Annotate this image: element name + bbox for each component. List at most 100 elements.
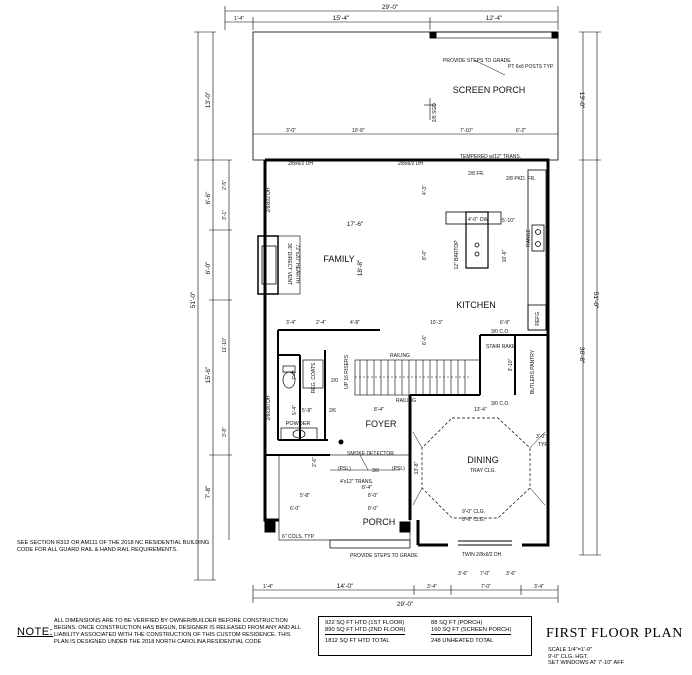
- dim-top-right: 12'-4": [486, 15, 503, 22]
- label-dim-8-0: 8'-0": [422, 250, 428, 260]
- square-footage-box: 922 SQ FT HTD (1ST FLOOR) 890 SQ FT HTD …: [318, 616, 532, 656]
- sqft-line-5: 160 SQ FT (SCREEN PORCH): [431, 627, 512, 635]
- guard-rail-note: SEE SECTION R312 OR AM111 OF THE 2018 NC…: [17, 540, 210, 553]
- label-tray: TRAY CLG.: [470, 468, 496, 474]
- label-stair: STAIR RAKE: [486, 344, 516, 350]
- dim-right-total: 51'-0": [592, 292, 599, 309]
- dim-top-left: 15'-4": [333, 15, 350, 22]
- label-dh-side: 2/8x3/0 DH: [266, 395, 272, 420]
- note-label: NOTE:: [17, 626, 54, 638]
- dim-inner-left-3: 3'-8": [222, 427, 228, 437]
- label-sgd-porch: 2/8 SGD.: [432, 102, 438, 123]
- label-dim-5-4: 5'-4": [292, 405, 298, 415]
- room-family: FAMILY: [323, 254, 354, 264]
- label-tempered: TEMPERED w/12" TRANS.: [460, 154, 521, 160]
- label-fr-door: 2/8 FR.: [468, 171, 484, 177]
- room-butlers-pantry: BUTLERS PANTRY: [530, 349, 536, 394]
- label-dim-3-0b: 3'-0": [536, 434, 546, 440]
- label-cols: 6" COLS. TYP.: [282, 534, 315, 540]
- label-window-dh-1: 2/8x6/2 DH: [288, 161, 313, 167]
- label-smoke: SMOKE DETECTOR: [347, 451, 394, 457]
- label-door-20: 2/0: [331, 378, 338, 384]
- label-dim-2-6: 2'-6": [312, 457, 318, 467]
- room-range: RANGE: [526, 228, 532, 246]
- label-co-1: 3/0 C.O.: [491, 329, 510, 335]
- label-direct-vent: 36" DIRECT VENT: [286, 243, 292, 285]
- label-psl-2: (PSL): [392, 466, 405, 472]
- label-dim-7-0: 7'-0": [480, 571, 490, 577]
- label-psl-1: (PSL): [338, 466, 351, 472]
- label-bar-top: 12" BARTOP: [454, 240, 460, 270]
- sqft-line-3: 1812 SQ FT HTD TOTAL: [325, 638, 390, 644]
- label-dim-7-10: 7'-10": [460, 128, 473, 134]
- label-dining-depth: 13'-8": [414, 461, 420, 474]
- label-clg-2: 8'-6" CLG.: [462, 517, 485, 523]
- label-dim-6-6: 6'-6": [422, 335, 428, 345]
- label-dim-10-3: 10'-3": [430, 320, 443, 326]
- subtitle-windows: SET WINDOWS AT 7'-10" AFF: [548, 660, 625, 666]
- label-porch-w5: 8'-4": [362, 485, 372, 491]
- dim-bottom-3: 7'-0": [481, 584, 491, 590]
- label-dim-3-10: 3'-10": [508, 358, 514, 371]
- label-dim-4-8: 4'-8": [350, 320, 360, 326]
- label-door-30: 3/0: [372, 468, 379, 474]
- label-hearth: 72"x20" HEARTH: [294, 244, 300, 283]
- room-coats: REG. COATS: [311, 362, 317, 393]
- label-trans: 4'x12" TRANS.: [340, 479, 373, 485]
- label-porch-w4: 8'-0": [368, 506, 378, 512]
- label-up-risers: UP 16 RISERS: [344, 354, 350, 388]
- label-pkd-fr: 2/8 PKD. FR.: [506, 176, 535, 182]
- dim-left-seg-2: 15'-6": [205, 366, 212, 383]
- label-dim-3-6b: 3'-6": [506, 571, 516, 577]
- dim-left-seg-3: 7'-8": [205, 485, 212, 499]
- label-porch-w2: 8'-0": [368, 493, 378, 499]
- dim-inner-left-2: 11'-10": [222, 337, 228, 352]
- label-dim-6-9: 6'-9": [500, 320, 510, 326]
- label-window-dh-2: 2/8x6/2 DH: [398, 161, 423, 167]
- label-dim-3-0: 3'-0": [286, 128, 296, 134]
- dim-left-seg-1: 6'-0": [205, 261, 212, 275]
- dim-bottom-4: 3'-4": [534, 584, 544, 590]
- dim-left-porch: 13'-0": [205, 91, 212, 108]
- dim-top-left-edge: 1'-4": [234, 16, 244, 22]
- label-door-26: 2/6: [329, 408, 336, 414]
- plan-title: FIRST FLOOR PLAN: [546, 626, 683, 641]
- label-dim-3-6a: 3'-6": [458, 571, 468, 577]
- dim-bottom-2: 3'-4": [427, 584, 437, 590]
- dim-bottom-total: 29'-0": [397, 601, 414, 608]
- dim-top-total: 29'-0": [382, 4, 399, 11]
- label-provide-steps-top: PROVIDE STEPS TO GRADE: [443, 58, 511, 64]
- sqft-line-2: 890 SQ FT HTD (2ND FLOOR): [325, 627, 406, 635]
- label-kitchen-top: 5'-10": [502, 218, 515, 224]
- sqft-line-6: 248 UNHEATED TOTAL: [431, 638, 494, 644]
- label-window-dh-3: 2/8x6/2 DH: [266, 187, 272, 212]
- label-foyer-dim: 8'-4": [374, 407, 384, 413]
- dim-bottom-0: 1'-4": [263, 584, 273, 590]
- label-dim-5-8: 5'-8": [302, 408, 312, 414]
- room-screen-porch: SCREEN PORCH: [453, 85, 526, 95]
- label-railing-2: RAILING: [396, 398, 416, 404]
- label-posts: PT 6x6 POSTS TYP.: [508, 64, 554, 70]
- label-porch-w3: 6'-0": [290, 506, 300, 512]
- subtitle-ceiling: 9'-0" CLG. HGT.: [548, 653, 589, 660]
- dim-inner-left-0: 2'-5": [222, 180, 228, 190]
- room-porch: PORCH: [363, 517, 396, 527]
- label-clg-1: 9'-0" CLG.: [462, 509, 485, 515]
- label-dim-4-3: 4'-3": [422, 185, 428, 195]
- smoke-detector-icon: [338, 439, 344, 445]
- room-foyer: FOYER: [365, 419, 397, 429]
- room-refg: REFG.: [535, 310, 541, 325]
- dim-left-total: 51'-0": [190, 291, 197, 308]
- room-kitchen: KITCHEN: [456, 300, 496, 310]
- dim-inner-left-1: 3'-1": [222, 210, 228, 220]
- label-family-dim: 17'-6": [347, 221, 364, 228]
- label-porch-w1: 5'-8": [300, 493, 310, 499]
- dim-right-porch: 13'-0": [578, 92, 585, 109]
- label-dining-dim: 13'-4": [474, 407, 487, 413]
- dim-bottom-1: 14'-0": [337, 583, 354, 590]
- label-typ: TYP.: [538, 442, 548, 448]
- label-co-2: 3/0 C.O.: [491, 401, 510, 407]
- sqft-line-1: 922 SQ FT HTD (1ST FLOOR): [325, 620, 405, 626]
- label-dw: DW: [480, 217, 489, 223]
